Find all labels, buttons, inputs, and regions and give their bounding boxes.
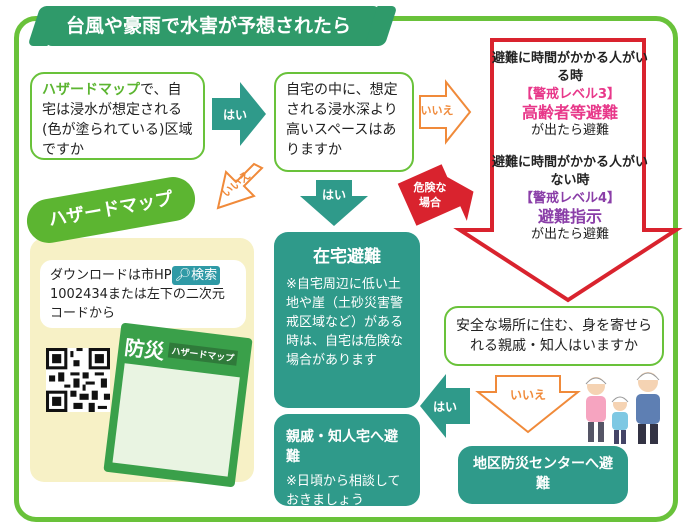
yes-arrow-3b — [420, 374, 470, 438]
slow-evac-condition: 避難に時間がかかる人がいる時 — [491, 51, 648, 84]
alert-level-4: 【警戒レベル4】 — [519, 191, 621, 206]
disaster-center-text: 地区防災センターへ避難 — [473, 456, 613, 492]
yes-label-3: はい — [432, 400, 457, 414]
family-illustration — [585, 372, 660, 444]
no-label-3: いいえ — [509, 388, 546, 402]
page-title: 台風や豪雨で水害が予想されたら — [44, 6, 382, 46]
search-label: 検索 — [191, 268, 218, 283]
no-arrow-2 — [216, 162, 264, 210]
download-text: ダウンロードは市HP — [50, 268, 172, 283]
hazard-map-download-note: ダウンロードは市HP🔎︎検索 1002434または左下の二次元コードから — [40, 260, 246, 328]
no-arrow-1 — [419, 79, 472, 145]
download-code-text: 1002434または左下の二次元コードから — [50, 287, 225, 321]
alert-level-4-tail: が出たら避難 — [530, 227, 609, 242]
alert-level-3-name: 高齢者等避難 — [521, 103, 618, 122]
evacuation-timing: 避難に時間がかかる人がいる時 【警戒レベル3】 高齢者等避難 が出たら避難 避難… — [490, 50, 650, 244]
question-higher-space: 自宅の中に、想定される浸水深より高いスペースはありますか — [274, 72, 414, 172]
brochure-subtitle: ハザードマップ — [167, 342, 239, 366]
search-button[interactable]: 🔎︎検索 — [171, 266, 221, 285]
no-arrow-3 — [475, 375, 581, 434]
hazard-map-term: ハザードマップ — [42, 82, 140, 98]
home-evacuation-heading: 在宅避難 — [313, 247, 381, 267]
yes-label-2: はい — [321, 188, 346, 202]
yes-arrow-1 — [212, 82, 266, 146]
question-higher-space-text: 自宅の中に、想定される浸水深より高いスペースはありますか — [286, 82, 398, 158]
fast-evac-condition: 避難に時間がかかる人がいない時 — [491, 155, 648, 188]
question-hazard-area: ハザードマップで、自宅は浸水が想定される(色が塗られている)区域ですか — [30, 72, 205, 160]
alert-level-3: 【警戒レベル3】 — [519, 87, 621, 102]
hazard-map-brochure: 防災 ハザードマップ — [103, 322, 253, 488]
brochure-page-illustration — [112, 363, 240, 477]
question-hazard-area-text: で、自宅は浸水が想定される(色が塗られている)区域ですか — [42, 82, 193, 158]
evac-red-arrow — [453, 38, 683, 303]
alert-level-4-name: 避難指示 — [537, 207, 602, 226]
qr-code[interactable] — [46, 348, 110, 412]
alert-level-3-tail: が出たら避難 — [530, 123, 609, 138]
yes-label-1: はい — [222, 108, 247, 122]
question-safe-relative: 安全な場所に住む、身を寄せられる親戚・知人はいますか — [444, 306, 664, 366]
question-safe-relative-text: 安全な場所に住む、身を寄せられる親戚・知人はいますか — [456, 318, 652, 354]
danger-arrow — [397, 164, 474, 226]
disaster-center-box: 地区防災センターへ避難 — [458, 446, 628, 504]
relative-evacuation-heading: 親戚・知人宅へ避難 — [286, 429, 398, 465]
home-evacuation-box: 在宅避難 ※自宅周辺に低い土地や崖（土砂災害警戒区域など）がある時は、自宅は危険… — [274, 232, 420, 408]
home-evacuation-note: ※自宅周辺に低い土地や崖（土砂災害警戒区域など）がある時は、自宅は危険な場合があ… — [286, 277, 404, 368]
brochure-title: 防災 — [123, 335, 166, 364]
yes-arrow-2 — [300, 180, 368, 226]
relative-evacuation-box: 親戚・知人宅へ避難 ※日頃から相談しておきましょう — [274, 414, 420, 508]
no-label-1: いいえ — [420, 104, 454, 117]
relative-evacuation-note: ※日頃から相談しておきましょう — [286, 474, 401, 508]
danger-label: 危険な場合 — [413, 181, 447, 209]
